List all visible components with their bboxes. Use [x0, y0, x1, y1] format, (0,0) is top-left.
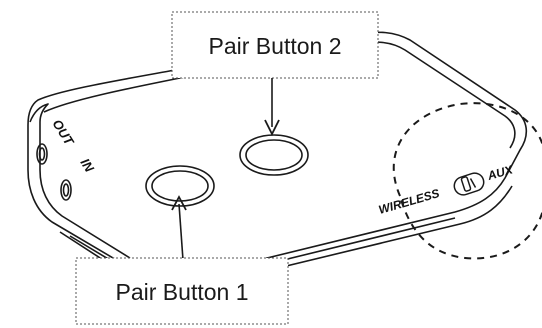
callout-arrowhead-1 [171, 195, 187, 211]
callout-arrowhead-2 [264, 119, 280, 137]
callout-label-2: Pair Button 2 [209, 33, 342, 59]
switch-highlight-circle [392, 102, 542, 260]
pair-button-2[interactable] [239, 134, 309, 176]
in-port [60, 179, 72, 201]
callout-box-2 [171, 11, 379, 79]
mode-switch[interactable] [452, 171, 486, 197]
callout-label-1: Pair Button 1 [116, 279, 249, 305]
callout-pair-button-1: Pair Button 1 [75, 195, 289, 325]
callout-arrow-1 [178, 203, 184, 261]
pair-button-1[interactable] [145, 165, 215, 207]
device-left-side [29, 103, 131, 259]
callout-box-1 [75, 257, 289, 325]
callout-pair-button-2: Pair Button 2 [171, 11, 379, 137]
audio-ports [36, 143, 72, 201]
out-port [36, 143, 48, 165]
